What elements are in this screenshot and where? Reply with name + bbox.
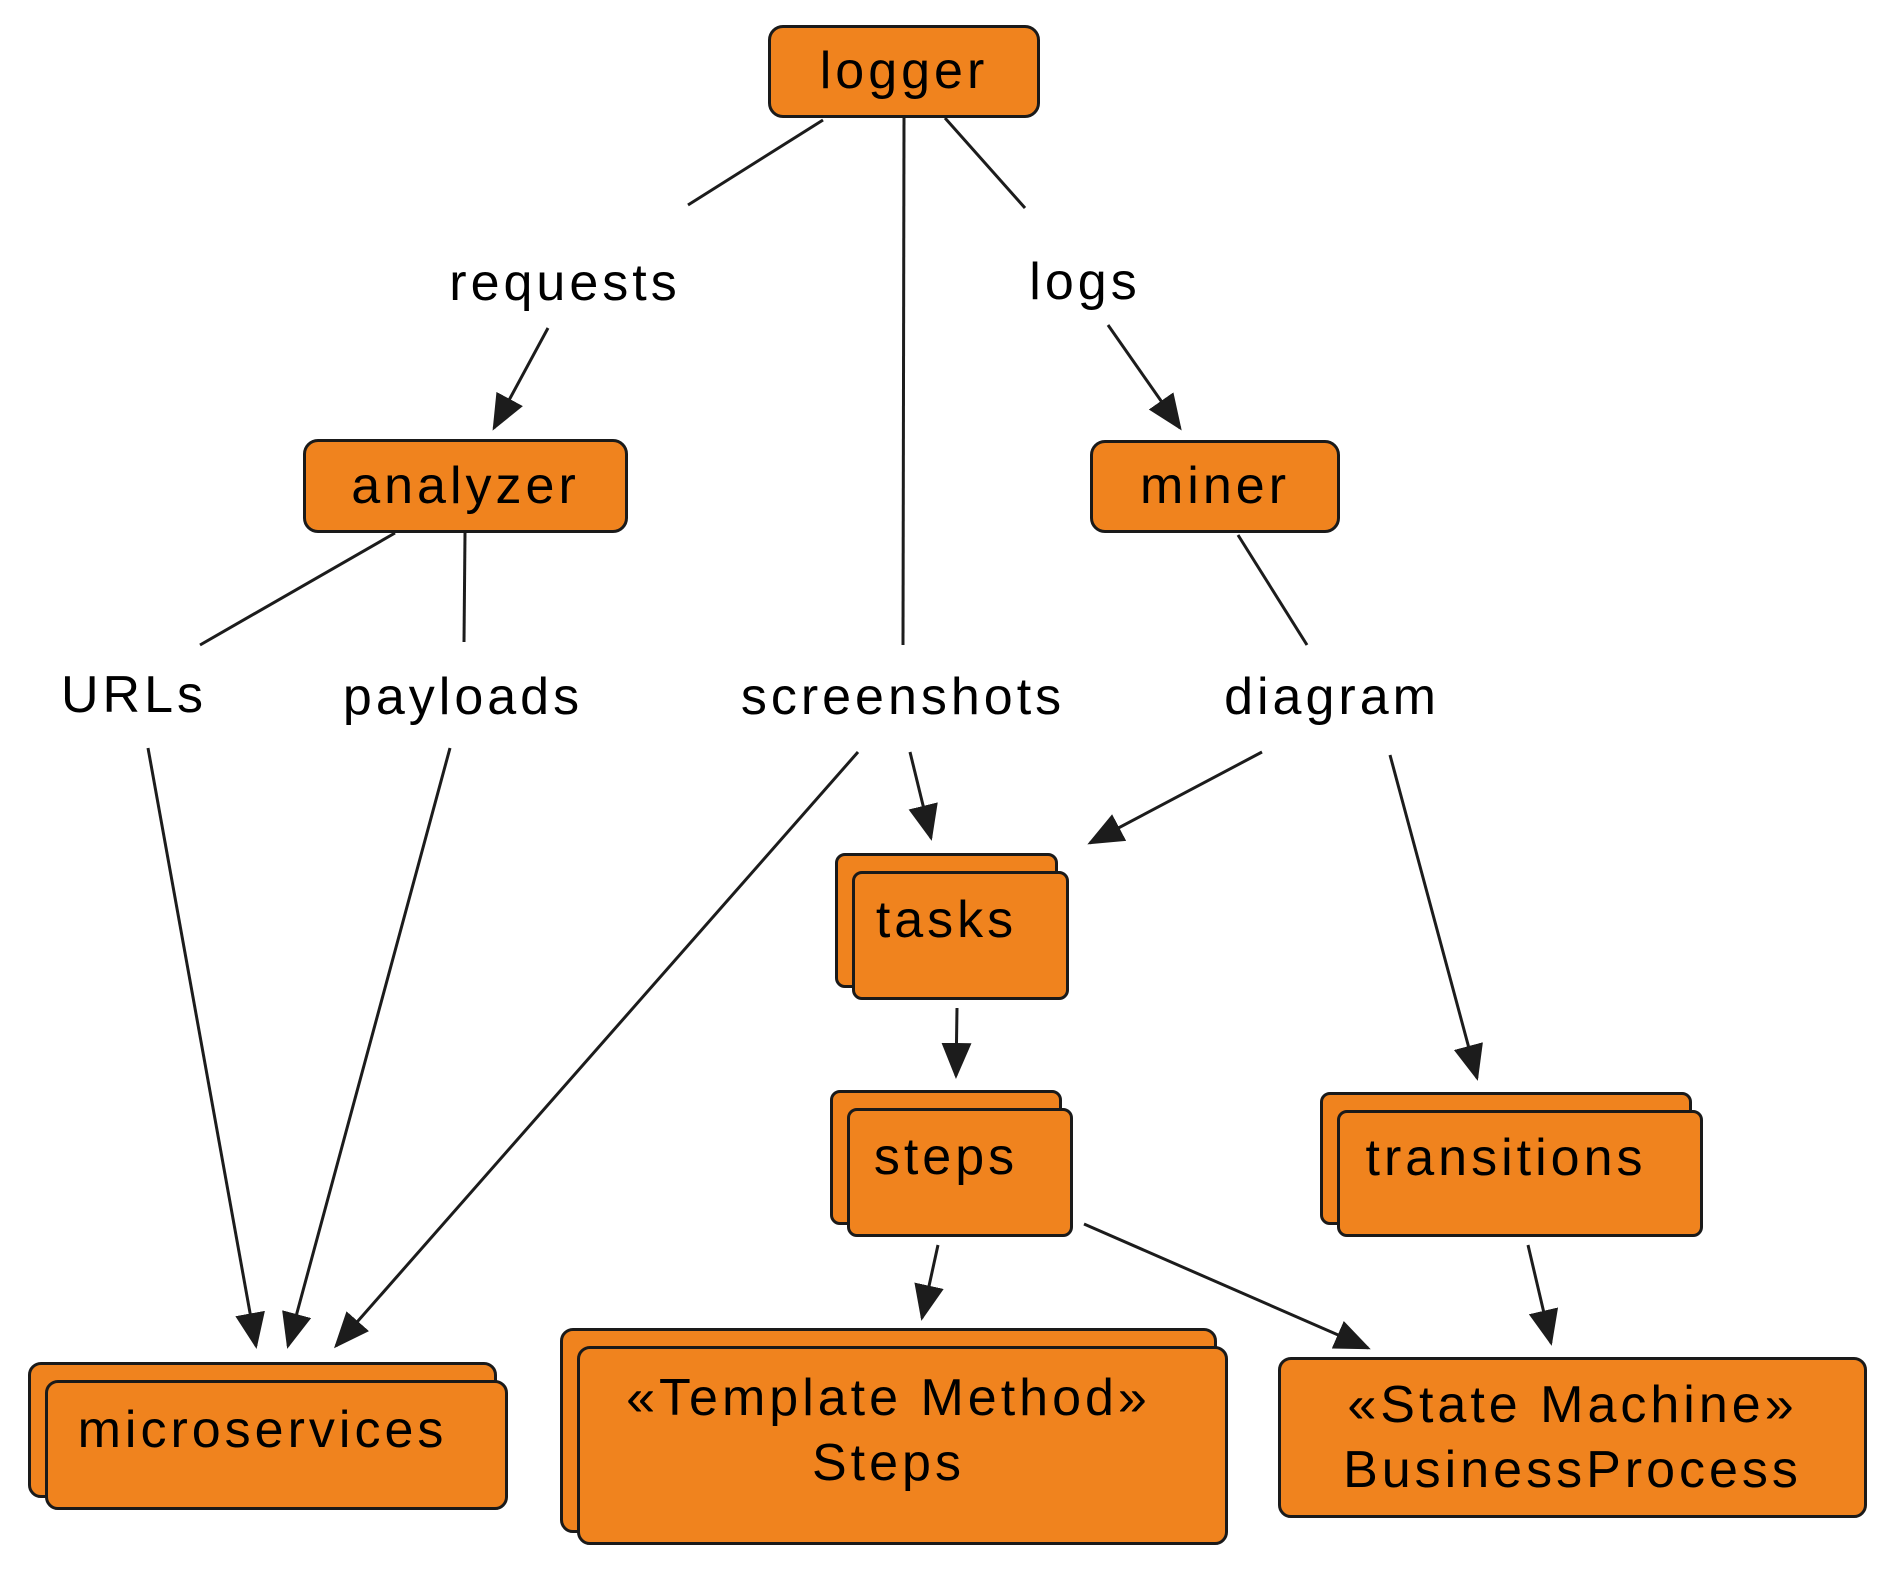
edge-diagram-tasks — [1087, 750, 1263, 845]
edge-label-screenshots: screenshots — [740, 668, 1066, 726]
node-template-method-steps-stereotype: «Template Method» — [626, 1368, 1151, 1427]
edge-screenshots-microservices — [334, 751, 860, 1349]
node-analyzer: analyzer — [303, 439, 628, 533]
edge-logger-screenshots — [901, 117, 906, 646]
edge-label-logs: logs — [1029, 253, 1141, 311]
edge-label-diagram: diagram — [1224, 668, 1440, 726]
node-tasks: tasks — [835, 853, 1069, 1000]
node-steps-label: steps — [873, 1128, 1019, 1186]
edge-screenshots-tasks — [908, 751, 938, 841]
edge-label-payloads: payloads — [342, 668, 584, 726]
node-logger-label: logger — [819, 42, 989, 100]
node-analyzer-label: analyzer — [351, 456, 580, 515]
node-miner-label: miner — [1139, 457, 1291, 515]
node-business-process-stereotype: «State Machine» — [1347, 1375, 1798, 1434]
edge-logs-miner — [1106, 324, 1182, 431]
node-steps: steps — [830, 1090, 1073, 1237]
edge-logger-logs — [943, 117, 1027, 209]
node-business-process: «State Machine» BusinessProcess — [1278, 1357, 1867, 1518]
node-transitions-label: transitions — [1365, 1129, 1647, 1187]
edge-payloads-microservices — [282, 747, 452, 1349]
node-template-method-steps: «Template Method» Steps — [560, 1328, 1228, 1545]
edge-urls-microservices — [146, 747, 265, 1349]
edge-requests-analyzer — [492, 327, 550, 431]
node-template-method-steps-name: Steps — [812, 1433, 965, 1492]
node-tasks-label: tasks — [875, 891, 1018, 949]
node-microservices-label: microservices — [77, 1400, 448, 1459]
edge-label-requests: requests — [449, 254, 681, 312]
edge-miner-diagram — [1236, 534, 1309, 646]
edge-diagram-transitions — [1388, 754, 1483, 1081]
node-microservices: microservices — [28, 1362, 508, 1510]
node-transitions: transitions — [1320, 1092, 1703, 1237]
edge-logger-requests — [687, 118, 824, 207]
edge-steps-business — [1083, 1222, 1371, 1350]
node-miner: miner — [1090, 440, 1340, 533]
edge-label-urls: URLs — [60, 666, 208, 724]
edge-steps-template — [914, 1244, 944, 1321]
node-logger: logger — [768, 25, 1040, 118]
edge-transitions-business — [1526, 1244, 1559, 1346]
edge-tasks-steps — [941, 1007, 972, 1079]
edge-analyzer-payloads — [462, 532, 467, 643]
edge-analyzer-urls — [199, 531, 396, 647]
node-business-process-name: BusinessProcess — [1343, 1440, 1802, 1499]
